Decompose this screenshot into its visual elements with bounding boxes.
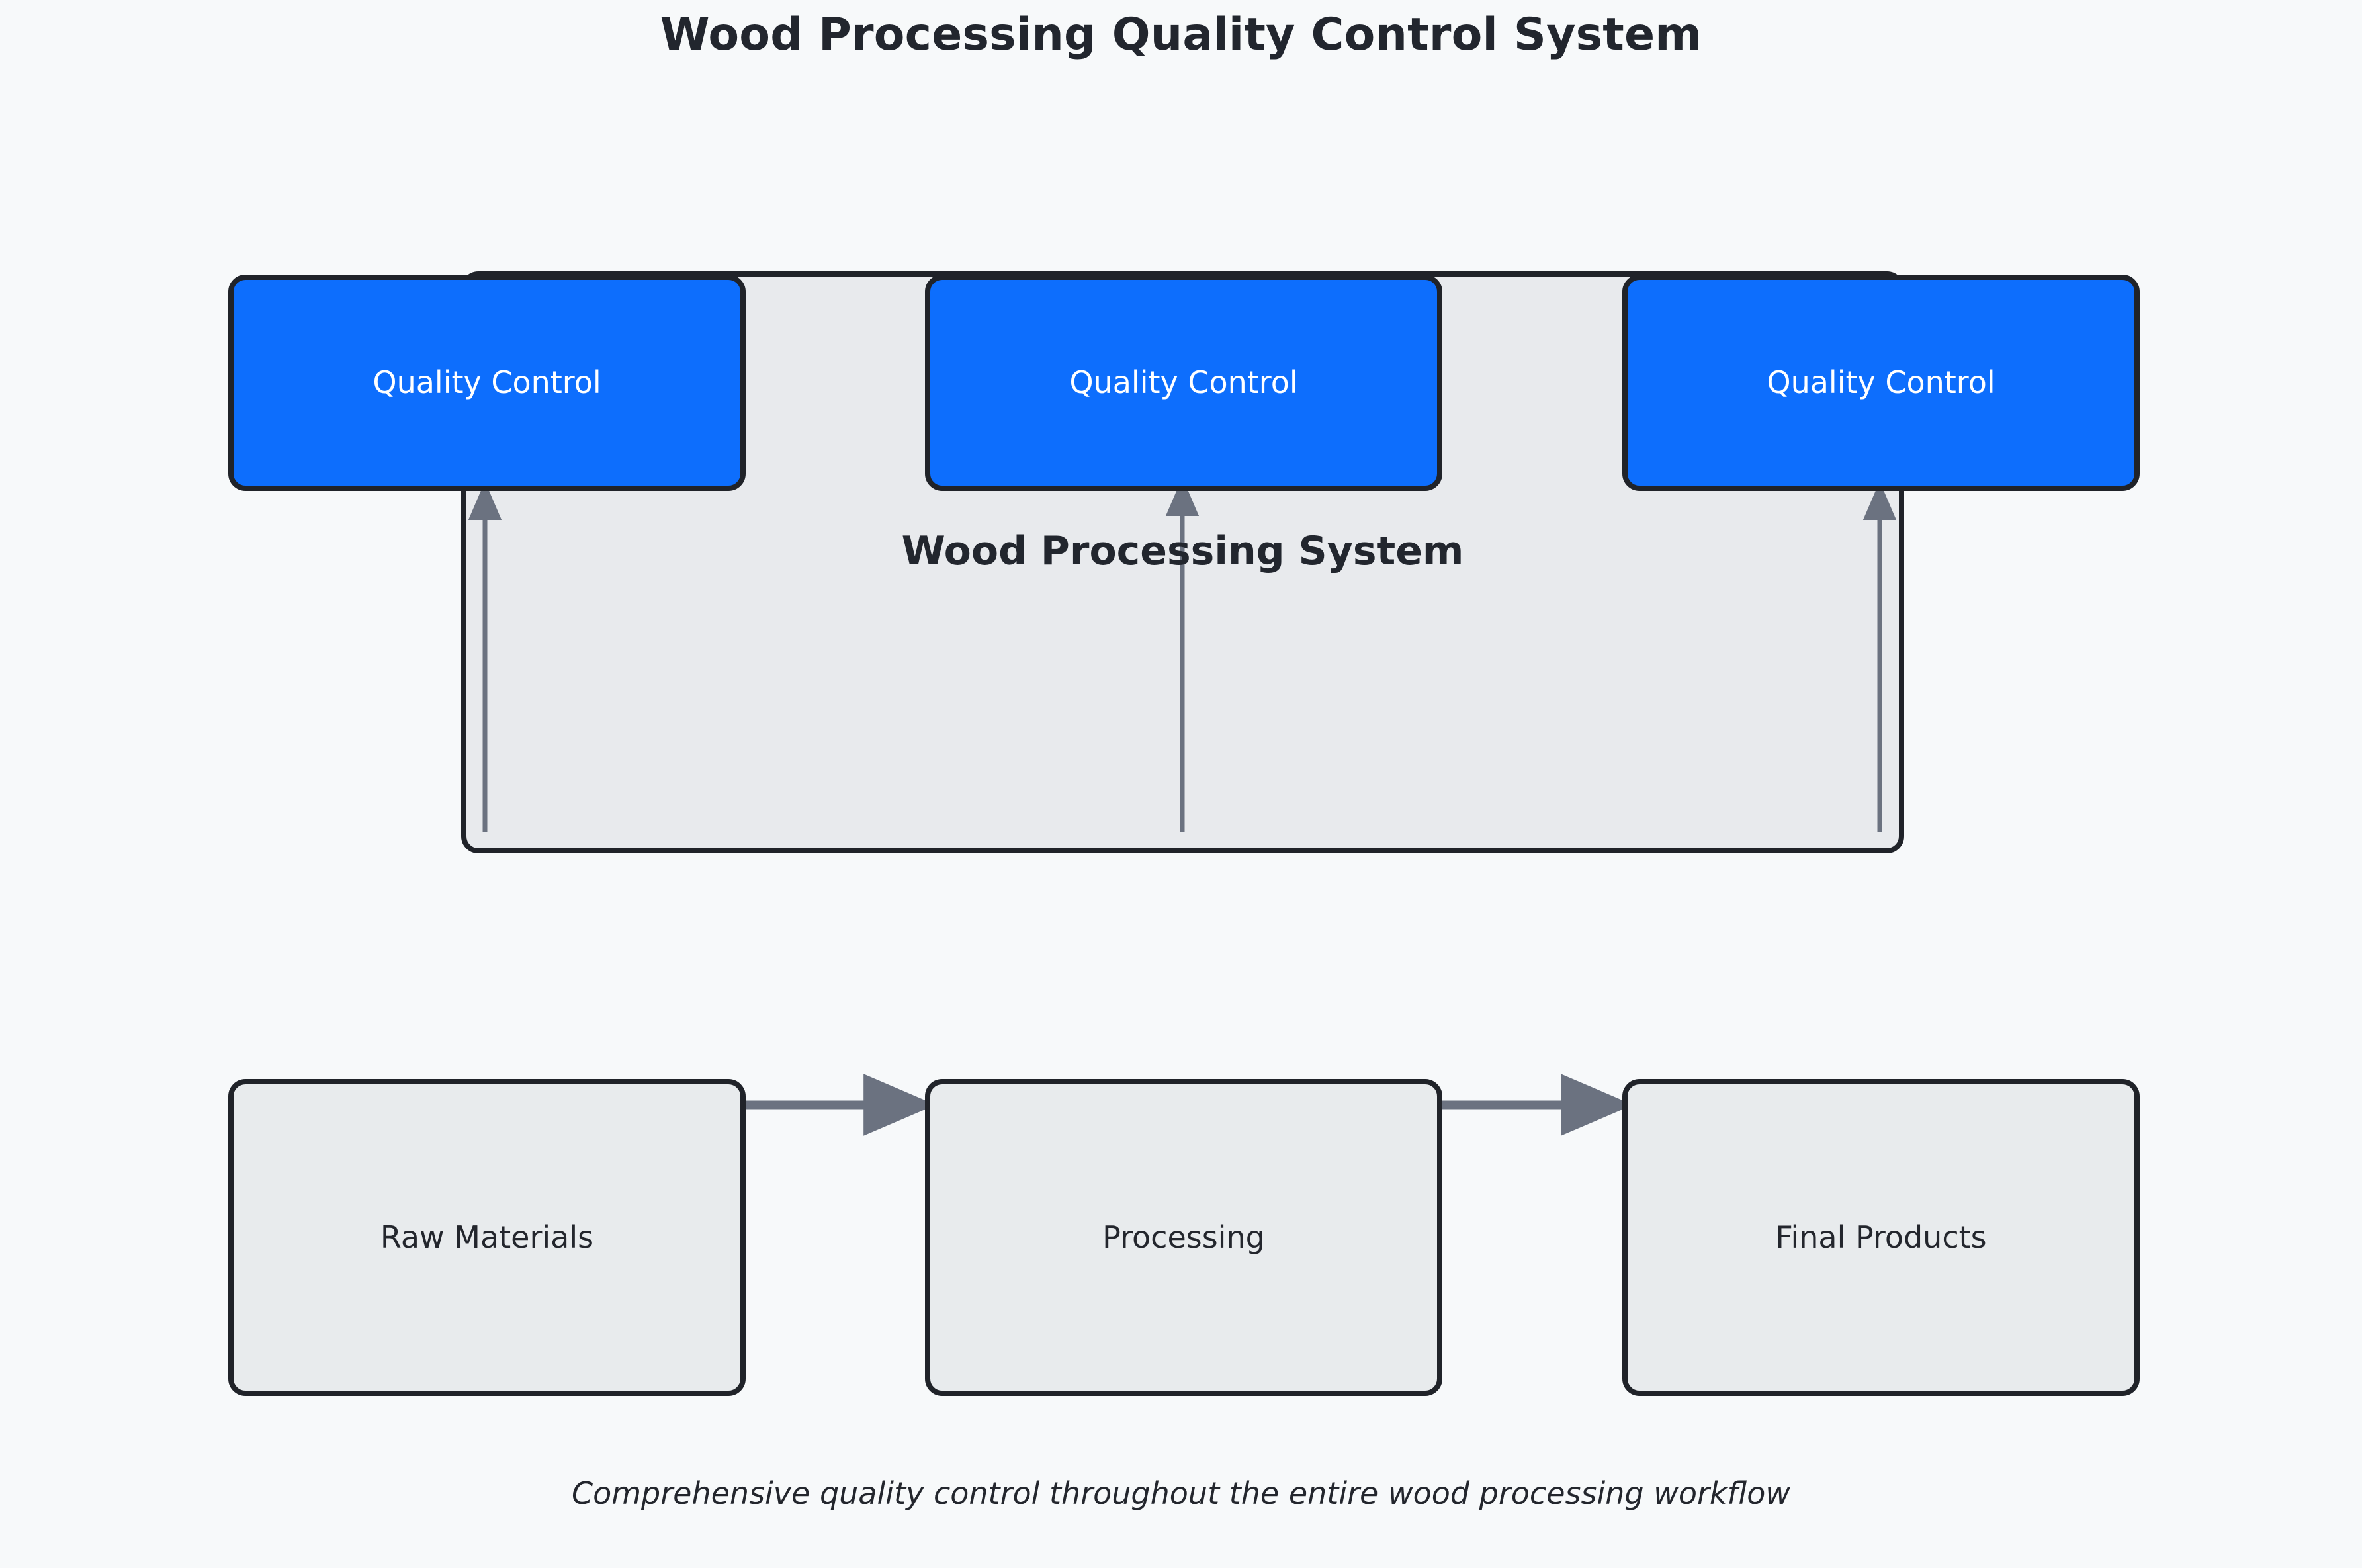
node-quality-control-3[interactable]: Quality Control	[1622, 275, 2140, 491]
subgraph-label: Wood Processing System	[901, 528, 1464, 574]
node-quality-control-1[interactable]: Quality Control	[228, 275, 746, 491]
node-label: Quality Control	[372, 365, 601, 401]
node-label: Final Products	[1775, 1219, 1987, 1256]
node-label: Quality Control	[1069, 365, 1298, 401]
node-label: Processing	[1102, 1219, 1265, 1256]
node-quality-control-2[interactable]: Quality Control	[925, 275, 1442, 491]
node-raw-materials[interactable]: Raw Materials	[228, 1079, 746, 1396]
node-label: Quality Control	[1767, 365, 1995, 401]
node-processing[interactable]: Processing	[925, 1079, 1442, 1396]
node-label: Raw Materials	[380, 1219, 594, 1256]
node-final-products[interactable]: Final Products	[1622, 1079, 2140, 1396]
page-title: Wood Processing Quality Control System	[660, 9, 1702, 61]
page-caption: Comprehensive quality control throughout…	[571, 1475, 1791, 1511]
